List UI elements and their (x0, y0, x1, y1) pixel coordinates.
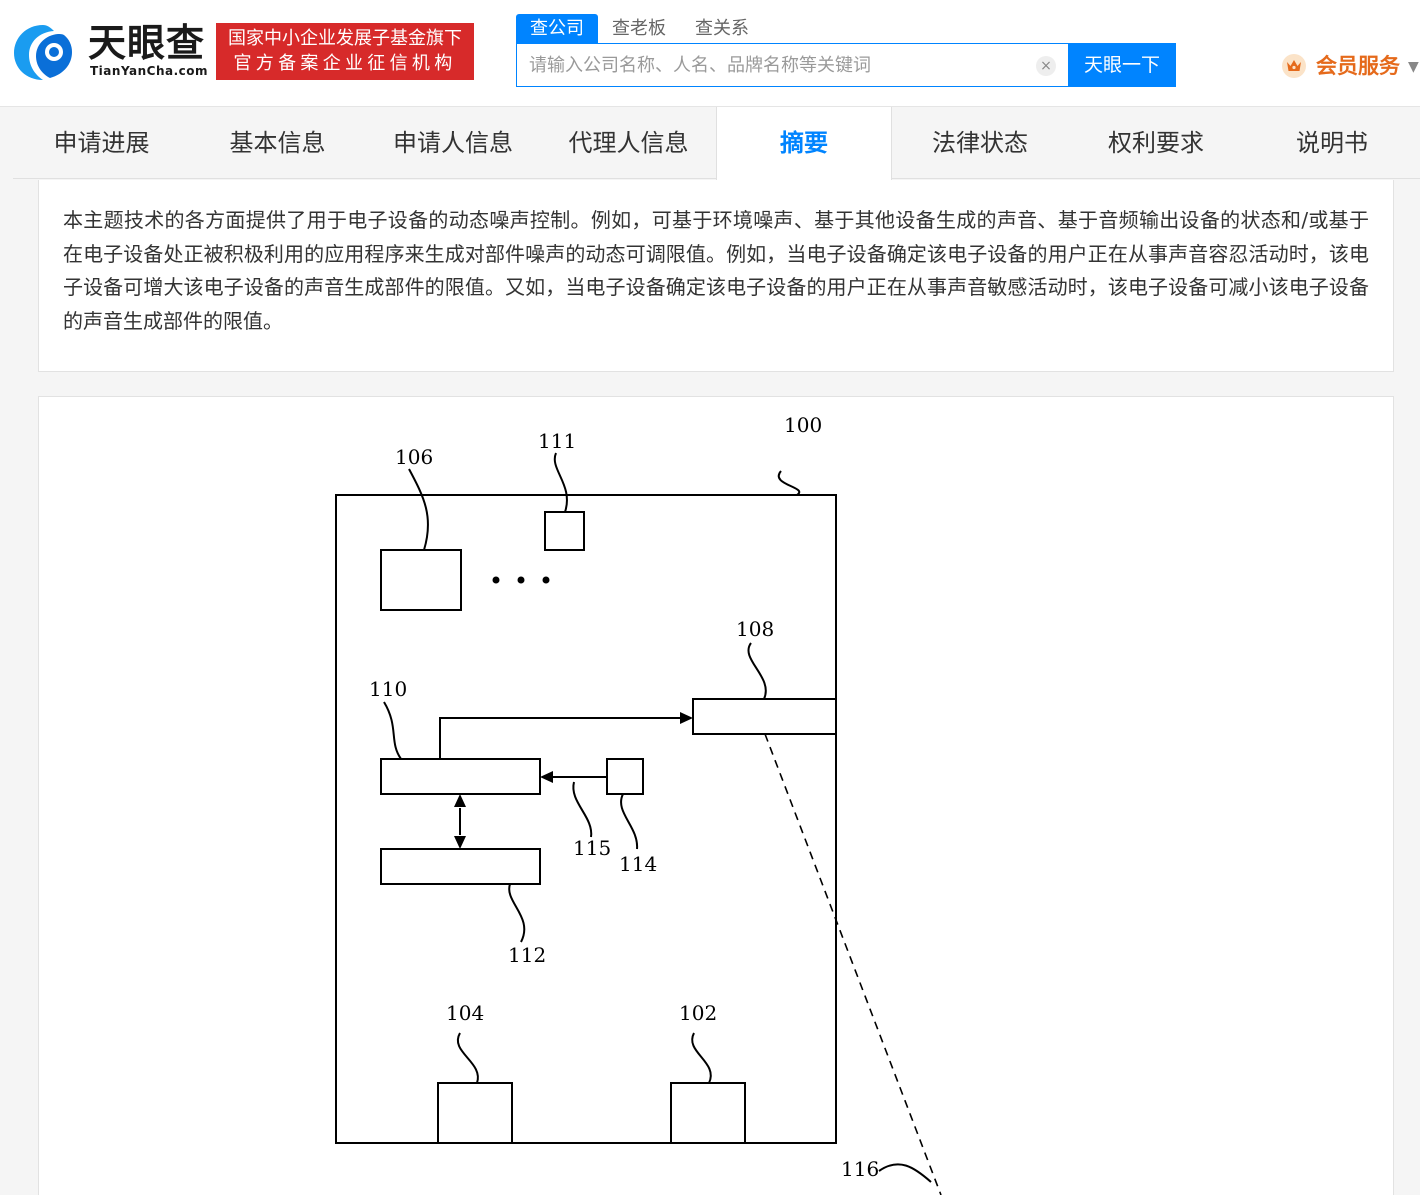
label-116: 116 (841, 1157, 879, 1181)
search-box: × (516, 43, 1069, 87)
nav-item-legal-status[interactable]: 法律状态 (932, 129, 1028, 157)
label-106: 106 (395, 445, 433, 469)
ellipsis-dot-2 (517, 576, 525, 584)
patent-section-nav: 申请进展 基本信息 申请人信息 代理人信息 摘要 法律状态 权利要求 说明书 (13, 107, 1420, 180)
component-104 (437, 1082, 513, 1144)
member-service-label: 会员服务 (1316, 54, 1400, 78)
dashed-signal-line (764, 733, 942, 1195)
leader-108 (747, 642, 767, 700)
arrow-head-110 (540, 771, 553, 783)
connector-110-108 (439, 717, 681, 759)
search-input[interactable] (517, 44, 1017, 86)
nav-item-agent[interactable]: 代理人信息 (568, 129, 689, 157)
nav-item-applicant[interactable]: 申请人信息 (393, 129, 513, 157)
label-104: 104 (446, 1001, 484, 1025)
component-102 (670, 1082, 746, 1144)
tab-company[interactable]: 查公司 (516, 14, 598, 44)
leader-104 (456, 1032, 479, 1084)
leader-115 (572, 781, 593, 838)
leader-106 (408, 468, 430, 551)
label-111: 111 (538, 429, 576, 453)
patent-drawing: 100 106 111 108 110 115 114 112 104 102 … (335, 413, 942, 1195)
search-button[interactable]: 天眼一下 (1068, 43, 1176, 87)
nav-item-claims[interactable]: 权利要求 (1108, 129, 1204, 157)
arrow-head-108 (680, 712, 693, 724)
logo-text-cn: 天眼查 (88, 21, 206, 65)
leader-112 (508, 883, 526, 943)
nav-item-abstract[interactable]: 摘要 (716, 107, 892, 180)
label-102: 102 (679, 1001, 717, 1025)
component-110 (380, 758, 541, 795)
abstract-text: 本主题技术的各方面提供了用于电子设备的动态噪声控制。例如，可基于环境噪声、基于其… (63, 208, 1369, 333)
ellipsis-dot-1 (492, 576, 500, 584)
top-header: 天眼查 TianYanCha.com 国家中小企业发展子基金旗下 官方备案企业征… (0, 0, 1420, 107)
tab-relation[interactable]: 查关系 (695, 18, 749, 39)
ellipsis-dot-3 (542, 576, 550, 584)
component-111 (544, 511, 585, 551)
cert-line-1: 国家中小企业发展子基金旗下 (228, 28, 462, 49)
logo-text-en: TianYanCha.com (90, 64, 209, 78)
tab-boss[interactable]: 查老板 (612, 18, 666, 39)
label-115: 115 (573, 836, 611, 860)
label-108: 108 (736, 617, 774, 641)
crown-icon (1282, 54, 1306, 78)
patent-drawing-card: 100 106 111 108 110 115 114 112 104 102 … (38, 396, 1394, 1195)
leader-114 (620, 793, 639, 850)
label-112: 112 (508, 943, 546, 967)
label-110: 110 (369, 677, 407, 701)
component-106 (380, 549, 462, 611)
device-outline (335, 494, 837, 1144)
component-108 (692, 698, 837, 735)
tianyancha-logo[interactable]: 天眼查 TianYanCha.com (12, 20, 208, 82)
nav-item-description[interactable]: 说明书 (1296, 129, 1368, 157)
chevron-down-icon: ▼ (1408, 59, 1419, 75)
clear-icon[interactable]: × (1036, 56, 1056, 76)
nav-item-progress[interactable]: 申请进展 (53, 129, 150, 157)
leader-100 (777, 470, 801, 496)
abstract-card: 本主题技术的各方面提供了用于电子设备的动态噪声控制。例如，可基于环境噪声、基于其… (38, 180, 1394, 372)
nav-item-basic-info[interactable]: 基本信息 (229, 129, 326, 157)
label-100: 100 (784, 413, 822, 437)
leader-110 (383, 701, 402, 760)
certification-badge[interactable]: 国家中小企业发展子基金旗下 官方备案企业征信机构 (216, 23, 474, 80)
logo-eye-icon (14, 25, 72, 80)
leader-102 (691, 1032, 712, 1084)
label-114: 114 (619, 852, 657, 876)
leader-116 (878, 1163, 932, 1183)
cert-line-2: 官方备案企业征信机构 (233, 53, 457, 74)
arrow-head-110-up (454, 794, 466, 807)
arrow-head-112-down (454, 836, 466, 849)
leader-111 (553, 452, 568, 513)
component-112 (380, 848, 541, 885)
component-114 (606, 758, 644, 795)
